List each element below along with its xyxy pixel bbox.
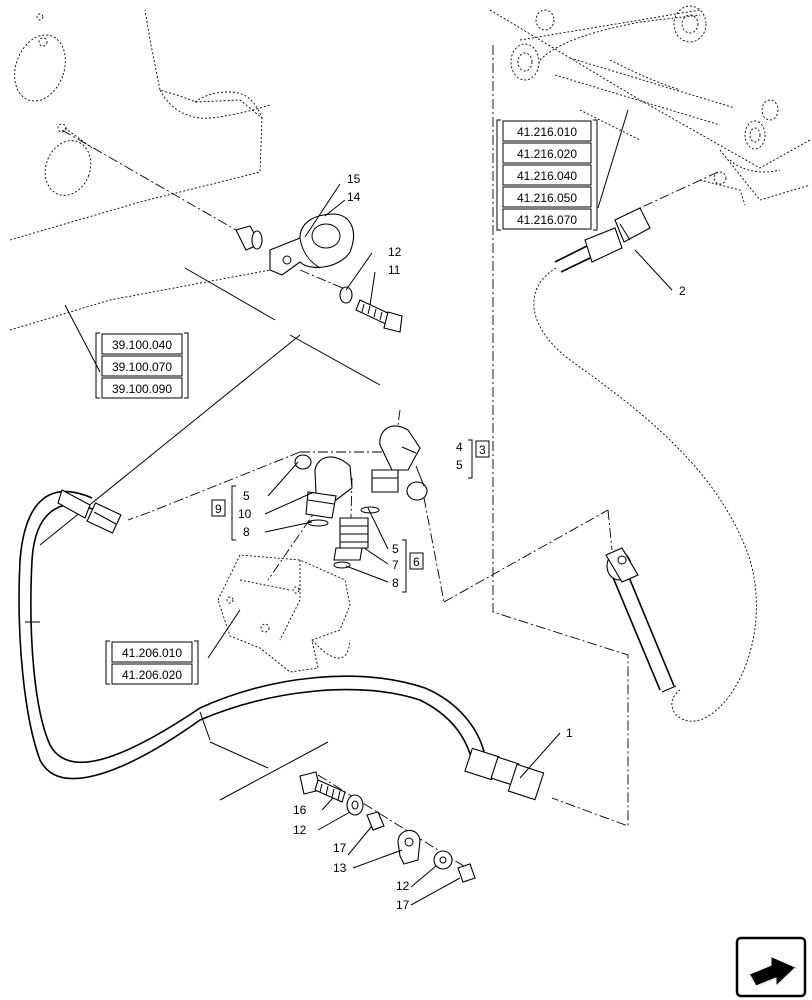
valve-block xyxy=(217,554,351,673)
ref-box[interactable] xyxy=(101,355,183,377)
ref-box[interactable] xyxy=(502,120,592,142)
fittings-center xyxy=(294,425,428,569)
ref-link[interactable]: 39.100.040 xyxy=(112,338,172,352)
callout-14: 14 xyxy=(347,190,361,204)
callout-5-mid: 5 xyxy=(392,542,399,556)
callout-7: 7 xyxy=(392,558,399,572)
ref-link[interactable]: 41.216.040 xyxy=(517,169,577,183)
hose-2 xyxy=(533,207,757,722)
machine-frame xyxy=(489,5,811,206)
group-box-9 xyxy=(211,499,226,517)
ref-box[interactable] xyxy=(111,641,193,663)
ref-box[interactable] xyxy=(502,142,592,164)
group-box-3 xyxy=(475,440,490,458)
clamp-assembly-bottom xyxy=(299,771,476,883)
section-lines xyxy=(39,267,381,801)
bolt-11-washer-12 xyxy=(339,286,403,333)
clamp-assembly-top xyxy=(235,213,354,276)
callout-6: 6 xyxy=(413,555,420,569)
ref-box[interactable] xyxy=(502,164,592,186)
callout-12-c: 12 xyxy=(396,879,410,893)
ref-link[interactable]: 41.216.010 xyxy=(517,125,577,139)
hose-1 xyxy=(18,489,545,801)
callout-3: 3 xyxy=(479,443,486,457)
callout-17-a: 17 xyxy=(333,841,347,855)
leader-lines xyxy=(64,109,673,906)
ref-link[interactable]: 41.206.010 xyxy=(122,646,182,660)
ref-box[interactable] xyxy=(101,333,183,355)
callout-5-right: 5 xyxy=(456,458,463,472)
reference-group-top-right: 41.216.010 41.216.020 41.216.040 41.216.… xyxy=(496,119,598,231)
callout-12-b: 12 xyxy=(293,823,307,837)
callout-10: 10 xyxy=(238,507,252,521)
ref-box[interactable] xyxy=(111,663,193,685)
ref-link[interactable]: 41.216.050 xyxy=(517,191,577,205)
callouts: 15 14 12 11 2 1 4 5 3 5 10 8 9 5 7 8 6 1… xyxy=(211,172,686,912)
ref-box[interactable] xyxy=(101,377,183,399)
callout-4: 4 xyxy=(456,440,463,454)
ref-link[interactable]: 41.206.020 xyxy=(122,668,182,682)
reference-group-left: 39.100.040 39.100.070 39.100.090 xyxy=(95,332,189,399)
ref-link[interactable]: 39.100.090 xyxy=(112,382,172,396)
callout-5-left: 5 xyxy=(243,489,250,503)
callout-12: 12 xyxy=(388,245,402,259)
ref-link[interactable]: 41.216.020 xyxy=(517,147,577,161)
callout-8-left: 8 xyxy=(243,525,250,539)
callout-9: 9 xyxy=(215,502,222,516)
callout-15: 15 xyxy=(347,172,361,186)
callout-16: 16 xyxy=(293,803,307,817)
callout-11: 11 xyxy=(388,263,401,277)
ref-box[interactable] xyxy=(502,186,592,208)
next-page-arrow-icon[interactable] xyxy=(735,936,807,998)
callout-1: 1 xyxy=(566,726,573,740)
ref-link[interactable]: 41.216.070 xyxy=(517,213,577,227)
group-box-6 xyxy=(409,552,424,570)
ref-box[interactable] xyxy=(502,208,592,230)
implement-body xyxy=(9,9,271,331)
reference-group-middle: 41.206.010 41.206.020 xyxy=(105,640,199,685)
callout-2: 2 xyxy=(679,284,686,298)
callout-8-right: 8 xyxy=(392,576,399,590)
callout-13: 13 xyxy=(333,861,347,875)
callout-17-b: 17 xyxy=(396,898,410,912)
ref-link[interactable]: 39.100.070 xyxy=(112,360,172,374)
